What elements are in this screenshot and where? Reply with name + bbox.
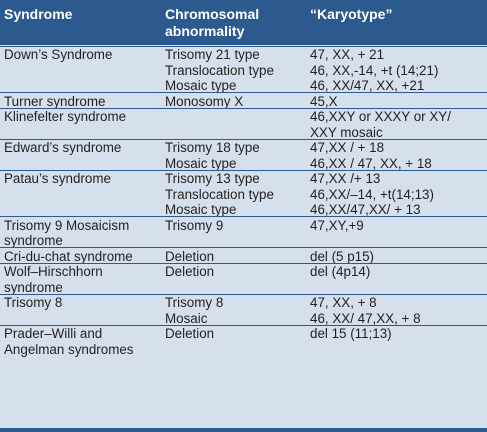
row-divider	[0, 138, 487, 140]
row-divider	[0, 324, 487, 326]
cell-syndrome: Trisomy 9 Mosaicism	[4, 217, 130, 233]
cell-karyotype: 46,XX / 47, XX, + 18	[310, 155, 432, 171]
cell-syndrome: Klinefelter syndrome	[4, 109, 127, 124]
cell-karyotype: 47,XX /+ 13	[310, 171, 381, 186]
cell-syndrome: syndrome	[4, 233, 63, 248]
header-karyotype: “Karyotype”	[310, 6, 393, 22]
cell-abnormality: Deletion	[165, 264, 215, 279]
cell-abnormality: Monosomy X	[165, 93, 244, 109]
header-abnormality-line2: abnormality	[165, 23, 245, 39]
row-divider	[0, 169, 487, 171]
cell-syndrome: syndrome	[4, 279, 63, 295]
row-divider	[0, 247, 487, 249]
cell-karyotype: 46, XX/ 47,XX, + 8	[310, 310, 421, 326]
cell-karyotype: 47,XX / + 18	[310, 140, 385, 155]
cell-syndrome: Cri-du-chat syndrome	[4, 248, 133, 264]
cell-syndrome: Angelman syndromes	[4, 341, 134, 357]
cell-abnormality: Trisomy 18 type	[165, 140, 260, 155]
cell-karyotype: del (4p14)	[310, 264, 371, 279]
cell-syndrome: Prader–Willi and	[4, 326, 103, 341]
row-divider	[0, 216, 487, 218]
cell-karyotype: 46, XX,-14, +t (14;21)	[310, 62, 439, 78]
cell-abnormality: Mosaic type	[165, 155, 237, 171]
cell-karyotype: 46,XX/47,XX/ + 13	[310, 202, 421, 217]
row-divider	[0, 262, 487, 264]
cell-abnormality: Deletion	[165, 248, 215, 264]
cell-syndrome: Trisomy 8	[4, 295, 63, 310]
cell-abnormality: Trisomy 9	[165, 217, 224, 233]
cell-karyotype: del 15 (11;13)	[310, 326, 392, 341]
cell-karyotype: XXY mosaic	[310, 124, 383, 140]
cell-abnormality: Mosaic type	[165, 202, 237, 217]
cell-syndrome: Edward’s syndrome	[4, 140, 122, 155]
cell-syndrome: Down’s Syndrome	[4, 47, 113, 62]
cell-abnormality: Deletion	[165, 326, 215, 341]
cell-karyotype: 45,X	[310, 93, 338, 109]
row-divider	[0, 107, 487, 109]
cell-karyotype: 47, XX, + 21	[310, 47, 385, 62]
cell-syndrome: Turner syndrome	[4, 93, 106, 109]
cell-karyotype: 46,XXY or XXXY or XY/	[310, 109, 451, 124]
cell-karyotype: 47,XY,+9	[310, 217, 364, 233]
table-bottom-border	[0, 428, 487, 432]
cell-syndrome: Patau’s syndrome	[4, 171, 111, 186]
row-divider	[0, 45, 487, 47]
table-header: Syndrome Chromosomal abnormality “Karyot…	[0, 0, 487, 45]
cell-abnormality: Trisomy 13 type	[165, 171, 260, 186]
cell-abnormality: Mosaic	[165, 310, 208, 326]
cell-syndrome: Wolf–Hirschhorn	[4, 264, 103, 279]
header-abnormality-line1: Chromosomal	[165, 6, 260, 22]
cell-abnormality: Trisomy 21 type	[165, 47, 260, 62]
cell-karyotype: 46, XX/47, XX, +21	[310, 78, 425, 93]
cell-abnormality: Translocation type	[165, 186, 274, 202]
cell-abnormality: Mosaic type	[165, 78, 237, 93]
cell-karyotype: 46,XX/–14, +t(14;13)	[310, 186, 434, 202]
header-syndrome: Syndrome	[4, 6, 73, 22]
row-divider	[0, 293, 487, 295]
cell-abnormality: Trisomy 8	[165, 295, 224, 310]
cell-karyotype: 47, XX, + 8	[310, 295, 377, 310]
cell-karyotype: del (5 p15)	[310, 248, 375, 264]
row-divider	[0, 92, 487, 94]
cell-abnormality: Translocation type	[165, 62, 274, 78]
